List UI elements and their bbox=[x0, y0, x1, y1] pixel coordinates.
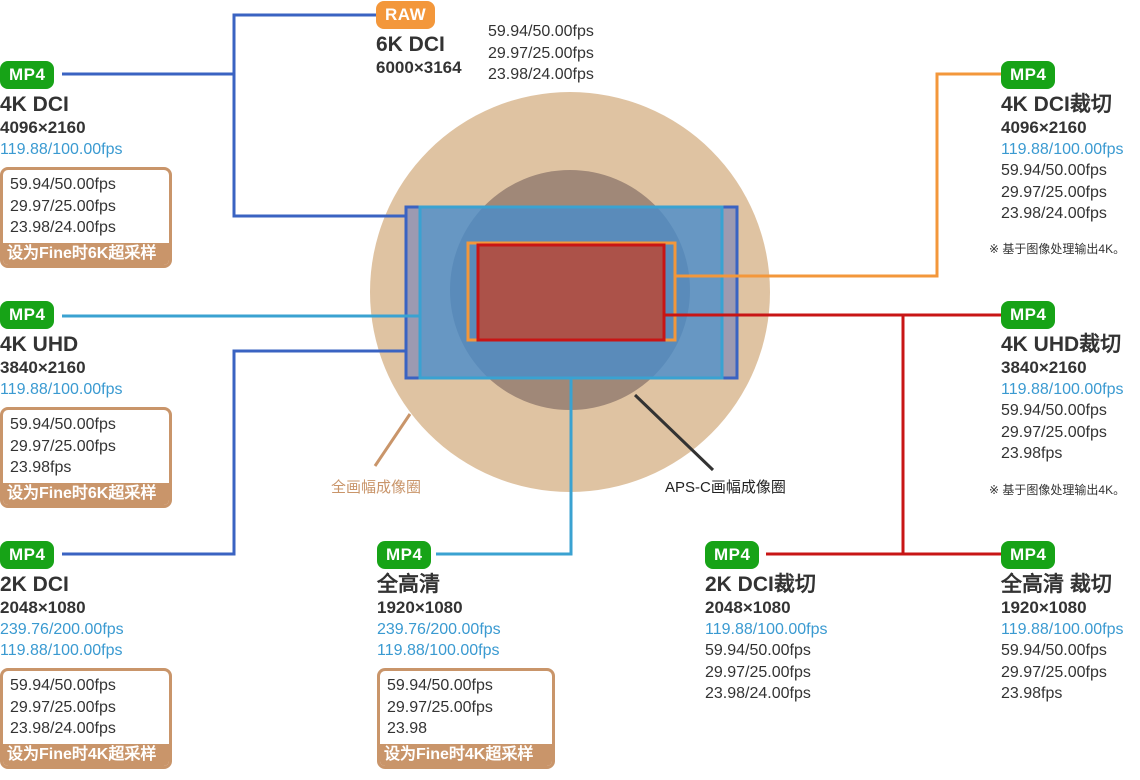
raw-name: 6K DCI bbox=[376, 33, 445, 56]
line-raw bbox=[62, 13, 376, 76]
4k-dci-crop-block: MP4 4K DCI裁切 4096×2160 119.88/100.00fps … bbox=[1001, 61, 1123, 225]
format-resolution: 2048×1080 bbox=[705, 598, 791, 617]
high-fps: 119.88/100.00fps bbox=[1001, 621, 1124, 638]
high-fps: 119.88/100.00fps bbox=[705, 621, 828, 638]
note-4k-uhd-crop: ※ 基于图像处理输出4K。 bbox=[989, 483, 1126, 497]
2k-dci-block: MP4 2K DCI 2048×1080 239.76/200.00fps 11… bbox=[0, 541, 172, 769]
fps-item: 59.94/50.00fps bbox=[10, 176, 116, 193]
fps-item: 23.98 bbox=[387, 720, 428, 737]
raw-fps-list: 59.94/50.00fps 29.97/25.00fps 23.98/24.0… bbox=[488, 21, 594, 86]
fps-item: 23.98/24.00fps bbox=[1001, 205, 1107, 222]
fine-box: 59.94/50.00fps 29.97/25.00fps 23.98 设为Fi… bbox=[377, 668, 555, 769]
raw-6k-dci-block: RAW 6K DCI 6000×3164 bbox=[376, 1, 462, 79]
raw-fps: 59.94/50.00fps bbox=[488, 23, 594, 40]
high-fps: 119.88/100.00fps bbox=[0, 141, 123, 158]
fine-box: 59.94/50.00fps 29.97/25.00fps 23.98fps 设… bbox=[0, 407, 172, 508]
mp4-badge: MP4 bbox=[1001, 61, 1056, 89]
high-fps: 119.88/100.00fps bbox=[1001, 141, 1124, 158]
fps-item: 23.98/24.00fps bbox=[10, 720, 116, 737]
frame-uhd-crop bbox=[476, 243, 666, 342]
4k-uhd-crop-block: MP4 4K UHD裁切 3840×2160 119.88/100.00fps … bbox=[1001, 301, 1123, 465]
4k-dci-block: MP4 4K DCI 4096×2160 119.88/100.00fps 59… bbox=[0, 61, 172, 268]
fps-item: 59.94/50.00fps bbox=[705, 642, 811, 659]
fps-item: 23.98/24.00fps bbox=[10, 219, 116, 236]
line-4k-dci bbox=[232, 74, 406, 218]
fps-item: 29.97/25.00fps bbox=[387, 698, 493, 716]
high-fps: 119.88/100.00fps bbox=[1001, 381, 1124, 398]
fps-item: 29.97/25.00fps bbox=[1001, 183, 1107, 201]
high-fps: 119.88/100.00fps bbox=[0, 381, 123, 398]
line-2k-dci bbox=[62, 349, 406, 556]
fine-label: 设为Fine时6K超采样 bbox=[3, 242, 169, 265]
fine-box: 59.94/50.00fps 29.97/25.00fps 23.98/24.0… bbox=[0, 167, 172, 268]
raw-badge: RAW bbox=[376, 1, 436, 29]
fps-item: 29.97/25.00fps bbox=[10, 437, 116, 455]
mp4-badge: MP4 bbox=[377, 541, 432, 569]
fhd-crop-block: MP4 全高清 裁切 1920×1080 119.88/100.00fps 59… bbox=[1001, 541, 1123, 705]
high-fps: 119.88/100.00fps bbox=[377, 642, 500, 659]
2k-dci-crop-block: MP4 2K DCI裁切 2048×1080 119.88/100.00fps … bbox=[705, 541, 827, 705]
apsc-label: APS-C画幅成像圈 bbox=[665, 479, 786, 496]
fps-item: 23.98fps bbox=[1001, 685, 1063, 702]
format-name: 全高清 bbox=[377, 573, 440, 596]
format-name: 4K UHD裁切 bbox=[1001, 333, 1122, 356]
raw-resolution: 6000×3164 bbox=[376, 58, 462, 77]
fps-item: 29.97/25.00fps bbox=[1001, 423, 1107, 441]
leader-apsc bbox=[633, 393, 715, 472]
fhd-block: MP4 全高清 1920×1080 239.76/200.00fps 119.8… bbox=[377, 541, 555, 769]
mp4-badge: MP4 bbox=[1001, 541, 1056, 569]
fps-item: 59.94/50.00fps bbox=[1001, 642, 1107, 659]
format-resolution: 4096×2160 bbox=[0, 118, 86, 137]
fps-item: 23.98/24.00fps bbox=[705, 685, 811, 702]
format-name: 4K DCI裁切 bbox=[1001, 93, 1112, 116]
line-fhd bbox=[436, 378, 573, 556]
raw-fps: 23.98/24.00fps bbox=[488, 66, 594, 83]
format-name: 全高清 裁切 bbox=[1001, 573, 1112, 596]
format-resolution: 3840×2160 bbox=[1001, 358, 1087, 377]
note-4k-dci-crop: ※ 基于图像处理输出4K。 bbox=[989, 242, 1126, 256]
format-resolution: 2048×1080 bbox=[0, 598, 86, 617]
fps-item: 29.97/25.00fps bbox=[705, 663, 811, 681]
fps-item: 29.97/25.00fps bbox=[1001, 663, 1107, 681]
high-fps: 119.88/100.00fps bbox=[0, 642, 123, 659]
fine-label: 设为Fine时6K超采样 bbox=[3, 482, 169, 505]
format-name: 2K DCI bbox=[0, 573, 69, 596]
format-name: 4K UHD bbox=[0, 333, 79, 356]
fps-item: 29.97/25.00fps bbox=[10, 698, 116, 716]
mp4-badge: MP4 bbox=[0, 541, 55, 569]
mp4-badge: MP4 bbox=[0, 61, 55, 89]
fps-item: 29.97/25.00fps bbox=[10, 197, 116, 215]
fps-item: 59.94/50.00fps bbox=[1001, 162, 1107, 179]
format-name: 2K DCI裁切 bbox=[705, 573, 816, 596]
format-resolution: 1920×1080 bbox=[377, 598, 463, 617]
mp4-badge: MP4 bbox=[0, 301, 55, 329]
line-4k-dci-crop bbox=[675, 72, 1002, 278]
format-resolution: 1920×1080 bbox=[1001, 598, 1087, 617]
raw-fps: 29.97/25.00fps bbox=[488, 44, 594, 62]
format-name: 4K DCI bbox=[0, 93, 69, 116]
format-resolution: 3840×2160 bbox=[0, 358, 86, 377]
fine-label: 设为Fine时4K超采样 bbox=[3, 743, 169, 766]
fps-item: 59.94/50.00fps bbox=[387, 677, 493, 694]
fine-box: 59.94/50.00fps 29.97/25.00fps 23.98/24.0… bbox=[0, 668, 172, 769]
format-resolution: 4096×2160 bbox=[1001, 118, 1087, 137]
fps-item: 23.98fps bbox=[10, 459, 72, 476]
4k-uhd-block: MP4 4K UHD 3840×2160 119.88/100.00fps 59… bbox=[0, 301, 172, 508]
fps-item: 23.98fps bbox=[1001, 445, 1063, 462]
mp4-badge: MP4 bbox=[1001, 301, 1056, 329]
fps-item: 59.94/50.00fps bbox=[1001, 402, 1107, 419]
fps-item: 59.94/50.00fps bbox=[10, 416, 116, 433]
high-fps: 239.76/200.00fps bbox=[377, 621, 501, 638]
fine-label: 设为Fine时4K超采样 bbox=[380, 743, 552, 766]
full-frame-label: 全画幅成像圈 bbox=[331, 479, 422, 496]
leader-full-frame bbox=[373, 413, 412, 467]
high-fps: 239.76/200.00fps bbox=[0, 621, 124, 638]
fps-item: 59.94/50.00fps bbox=[10, 677, 116, 694]
mp4-badge: MP4 bbox=[705, 541, 760, 569]
